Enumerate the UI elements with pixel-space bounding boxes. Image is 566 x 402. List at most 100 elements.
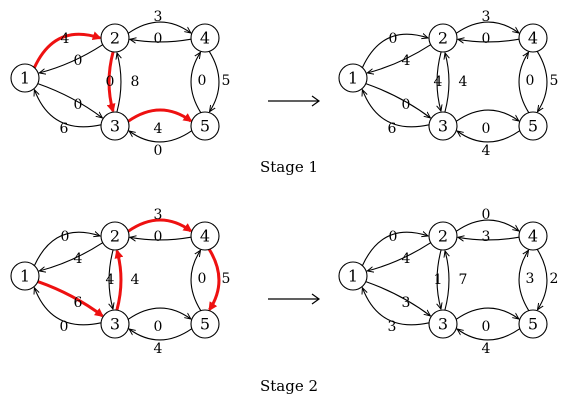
stage1-left-edge-1-3 <box>37 83 103 118</box>
stage1-left-node-1 <box>10 63 40 93</box>
stage1-right-node-4 <box>518 23 548 53</box>
stage2-left-edge-label-2-4: 3 <box>154 207 163 223</box>
stage1-left-edge-label-3-2: 0 <box>106 74 115 90</box>
stage1-left-edge-label-1-3: 0 <box>74 97 83 113</box>
stage1-left-edge-1-2 <box>33 31 102 69</box>
stage1-left-edge-5-3 <box>129 130 193 143</box>
stage1-left-edge-label-2-4: 3 <box>154 9 163 25</box>
stage1-left-edge-label-1-2: 4 <box>61 31 70 47</box>
stage1-right-edge-label-4-5: 5 <box>550 73 559 89</box>
stage1-transition-arrow-head <box>311 95 321 107</box>
stage1-left-edge-3-5 <box>127 108 193 123</box>
stage1-caption: Stage 1 <box>260 158 318 176</box>
stage1-left-edge-4-2 <box>130 39 192 42</box>
stage2-right-node-label-2: 2 <box>438 227 448 246</box>
stage2-left-edge-label-4-2: 0 <box>154 229 163 245</box>
stage1-left-edge-5-4 <box>190 52 202 113</box>
stage2-left-edge-label-3-1: 0 <box>60 319 69 335</box>
stage2-left-edge-1-3 <box>37 280 104 318</box>
stage2-right-edge-label-5-4: 3 <box>526 271 535 287</box>
stage2-left-edge-2-3 <box>109 249 113 309</box>
stage1-left-edge-label-5-3: 0 <box>154 143 163 159</box>
stage1-left-edge-3-2 <box>117 53 121 113</box>
stage2-right-node-label-4: 4 <box>528 227 538 246</box>
stage1-right-edge-3-5 <box>455 109 519 122</box>
stage2-right-edge-2-4 <box>455 219 519 232</box>
stage2-left-node-label-3: 3 <box>110 315 120 334</box>
stage1-left-edge-label-4-2: 0 <box>154 31 163 47</box>
stage1-left-node-3 <box>100 111 130 141</box>
stage1-right-edge-label-2-4: 3 <box>482 9 491 25</box>
stage2-transition-arrow-head <box>311 293 321 305</box>
stage2-right-edge-2-3 <box>437 249 441 309</box>
stage2-left-node-label-2: 2 <box>110 227 120 246</box>
stage2-right-node-label-1: 1 <box>348 267 358 286</box>
stage1-right-edge-2-3 <box>437 51 441 111</box>
stage2-left-edge-3-2 <box>114 249 124 311</box>
stage2-left-edge-5-3 <box>129 328 193 341</box>
stage1-right-edge-3-2 <box>445 53 449 113</box>
stage2-right-node-4 <box>518 221 548 251</box>
stage2-caption: Stage 2 <box>260 377 318 395</box>
stage2-right-edge-label-3-2: 1 <box>434 272 443 288</box>
stage1-right-edge-label-3-2: 4 <box>434 74 443 90</box>
stage1-right-edge-label-1-2: 0 <box>389 31 398 47</box>
stage1-right-edge-label-3-5: 0 <box>482 121 491 137</box>
stage2-right-edge-1-3 <box>365 281 431 316</box>
stage2-right-edge-1-2 <box>361 232 428 266</box>
stage1-right-node-5 <box>518 111 548 141</box>
stage1-right-node-label-3: 3 <box>438 117 448 136</box>
stage2-left-node-3 <box>100 309 130 339</box>
stage1-right-edge-3-1 <box>362 90 430 128</box>
stage1-left-node-5 <box>190 111 220 141</box>
stage1-right-edge-1-3 <box>365 83 431 118</box>
stage1-right-edge-label-2-3: 4 <box>459 74 468 90</box>
stage2-right-edge-label-4-5: 2 <box>550 271 559 287</box>
stage1-right-edge-2-4 <box>455 21 519 34</box>
stage1-left-edge-3-1 <box>34 90 102 128</box>
stage2-left-node-label-1: 1 <box>20 267 30 286</box>
stage1-right-node-3 <box>428 111 458 141</box>
stage1-left-node-label-5: 5 <box>200 117 210 136</box>
stage1-right-edge-label-3-1: 6 <box>388 121 397 137</box>
stage2-left-edge-label-3-2: 4 <box>106 272 115 288</box>
stage1-left-node-4 <box>190 23 220 53</box>
stage1-right-node-label-5: 5 <box>528 117 538 136</box>
stage2-right-edge-5-4 <box>518 250 530 311</box>
stage1-right-edge-label-5-4: 0 <box>526 73 535 89</box>
stage1-left-edge-label-3-5: 4 <box>154 121 163 137</box>
stage2-left-node-2 <box>100 221 130 251</box>
stage2-right-edge-label-2-4: 0 <box>482 207 491 223</box>
stage2-right-node-label-5: 5 <box>528 315 538 334</box>
stage2-left-edge-4-5 <box>207 248 221 312</box>
stage2-right-node-1 <box>338 261 368 291</box>
stage2-left-edge-5-4 <box>190 250 202 311</box>
stage2-left-edge-label-5-4: 0 <box>198 271 207 287</box>
stage2-right-edge-label-2-1: 4 <box>402 251 411 267</box>
stage1-right-edge-5-4 <box>518 52 530 113</box>
stage1-left-edge-label-3-1: 6 <box>60 121 69 137</box>
stage2-right-edge-label-5-3: 4 <box>482 341 491 357</box>
stage1-right-edge-label-1-3: 0 <box>402 97 411 113</box>
stage1-right-node-label-4: 4 <box>528 29 538 48</box>
stage2-left-node-label-4: 4 <box>200 227 210 246</box>
stage2-left-edge-label-2-3: 4 <box>131 272 140 288</box>
stage1-left-edge-label-2-1: 0 <box>74 53 83 69</box>
stage2-right-edge-label-1-3: 3 <box>402 295 411 311</box>
stage1-right-node-label-2: 2 <box>438 29 448 48</box>
stage2-right-edge-label-1-2: 0 <box>389 229 398 245</box>
stage1-right-edge-1-2 <box>361 34 428 68</box>
stage1-left-edge-label-5-4: 0 <box>198 73 207 89</box>
stage2-right-node-2 <box>428 221 458 251</box>
stage2-left-edge-label-1-2: 0 <box>61 229 70 245</box>
stage1-right-edge-5-3 <box>457 130 521 143</box>
stage1-right-edge-label-4-2: 0 <box>482 31 491 47</box>
stage2-left-edge-label-4-5: 5 <box>222 271 231 287</box>
stage1-left-edge-2-4 <box>127 21 191 34</box>
stage2-left-edge-3-1 <box>34 288 102 326</box>
stage1-left-edge-2-3 <box>106 51 116 113</box>
